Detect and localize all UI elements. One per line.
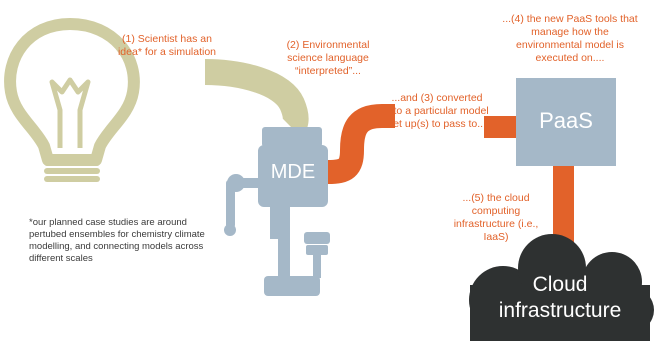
cloud-label-line1: Cloud — [532, 273, 588, 296]
output-pipe — [327, 104, 395, 184]
step1-label: (1) Scientist has an idea* for a simulat… — [117, 33, 217, 58]
step4-label: ...(4) the new PaaS tools that manage ho… — [502, 13, 638, 64]
paas-box — [516, 78, 616, 166]
step3-label: ...and (3) converted into a particular m… — [385, 92, 489, 130]
paas-connector — [484, 116, 518, 138]
idea-pipe — [204, 59, 309, 138]
step2-label: (2) Environmental science language “inte… — [286, 39, 370, 77]
cloud-icon — [469, 234, 654, 341]
mde-label: MDE — [270, 161, 316, 183]
cloud-label-line2: infrastructure — [498, 299, 622, 322]
step5-label: ...(5) the cloud computing infrastructur… — [453, 192, 539, 243]
meat-grinder-icon — [224, 127, 330, 296]
paas-label: PaaS — [539, 108, 593, 133]
footnote: *our planned case studies are around per… — [29, 217, 205, 264]
lightbulb-icon — [4, 18, 140, 182]
